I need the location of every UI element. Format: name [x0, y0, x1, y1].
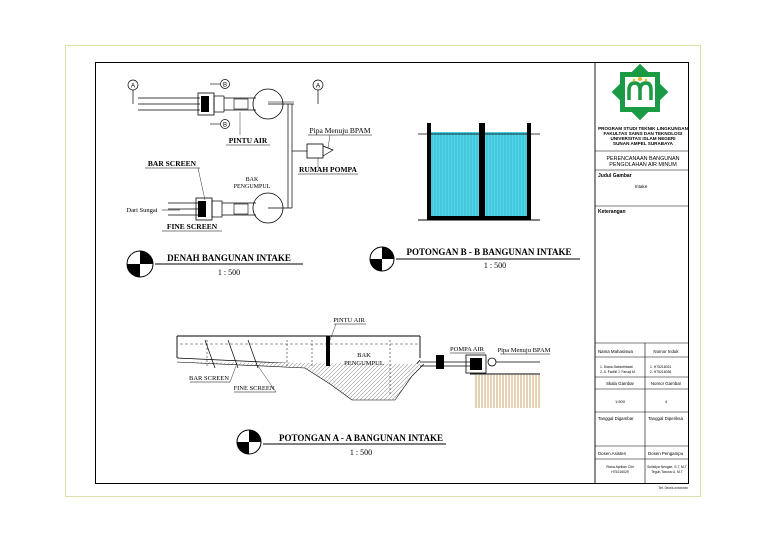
plan-label-rumah-pompa: RUMAH POMPA: [299, 165, 358, 174]
plan-label-dari-sungai: Dari Sungai: [126, 207, 157, 214]
tb-nama-mhs-label: Nama Mahasiswa: [598, 349, 633, 354]
plan-label-fine-screen: FINE SCREEN: [167, 222, 218, 231]
tb-pembimbing-value-2: Teguh Taruna U, M.T: [651, 470, 683, 474]
marker-b-bottom: [220, 119, 230, 129]
tb-institution-line-4: SUNAN AMPEL SURABAYA: [613, 141, 674, 146]
tb-project-line-2: PENGOLAHAN AIR MINUM: [609, 162, 677, 168]
tb-nim-1: 1. H75216031: [650, 365, 671, 369]
section-a-label-bak-1: BAK: [357, 352, 371, 359]
tb-skala-value: 1:500: [615, 399, 626, 404]
plan-label-pipa: Pipa Menuju BPAM: [310, 126, 371, 135]
tb-judul-label: Judul Gambar: [598, 173, 632, 179]
marker-b-top-label: B: [223, 83, 227, 89]
section-b-water-right: [484, 132, 528, 218]
section-a-label-pompa-air: POMPA AIR: [450, 346, 485, 353]
section-b-water-left: [430, 132, 480, 218]
section-b-title: POTONGAN B - B BANGUNAN INTAKE: [407, 247, 572, 257]
plan-label-bak-1: BAK: [246, 177, 259, 183]
section-a-label-bak-2: PENGUMPUL: [344, 360, 384, 367]
tb-nomor-gambar-value: 4: [665, 399, 668, 404]
plan-label-pintu-air: PINTU AIR: [229, 136, 268, 145]
tb-nim-2: 2. H75216036: [650, 370, 671, 374]
tb-nim-label: Nomor Induk: [653, 349, 679, 354]
tb-tgl-diperiksa-label: Tanggal Diperiksa: [648, 416, 683, 421]
tb-pembimbing-value-1: Sulistiya Nengse, S.T, M.T: [647, 465, 687, 469]
pump-house-rect: [306, 143, 324, 159]
marker-a-left-label: A: [131, 83, 136, 90]
tb-nomor-gambar-label: Nomor Gambar: [651, 381, 682, 386]
tb-skala-label: Skala Gambar: [606, 381, 635, 386]
section-b-view: POTONGAN B - B BANGUNAN INTAKE 1 : 500: [369, 123, 580, 272]
tb-keterangan-label: Keterangan: [598, 209, 626, 215]
section-a-label-pintu-air: PINTU AIR: [333, 317, 365, 324]
tb-pembimbing-label: Dosen Pengampu: [648, 451, 684, 456]
section-a-title: POTONGAN A - A BANGUNAN INTAKE: [279, 433, 443, 443]
tb-institution-line-2: FAKULTAS SAINS DAN TEKNOLOGI: [604, 131, 683, 136]
marker-b-top: [220, 79, 230, 89]
tb-footer: Tel. 0xxxx-xxxxxxxx: [658, 486, 688, 490]
plan-screen-lower-bar: [198, 201, 206, 217]
tb-judul-value: Intake: [635, 184, 648, 189]
plan-scale: 1 : 500: [218, 268, 240, 277]
drawing-frame: [95, 62, 689, 484]
section-a-label-pipa: Pipa Menuju BPAM: [498, 347, 551, 354]
section-b-scale: 1 : 500: [484, 261, 506, 270]
tb-project-line-1: PERENCANAAN BANGUNAN: [606, 156, 679, 162]
marker-b-bottom-label: B: [223, 123, 227, 129]
section-a-view: PINTU AIR POMPA AIR Pipa Menuju BPAM BAK…: [176, 317, 551, 457]
university-logo: [611, 63, 669, 121]
section-a-label-bar-screen: BAR SCREEN: [189, 375, 229, 382]
marker-a-right-label: A: [316, 83, 321, 90]
tb-dosen-value-2: H75216029: [611, 470, 629, 474]
section-a-gate: [326, 336, 330, 366]
tb-institution-line-1: PROGRAM STUDI TEKNIK LINGKUNGAN: [598, 126, 689, 131]
tb-dosen-label: Dosen Asisten: [598, 451, 627, 456]
tb-tgl-digambar-label: Tanggal Digambar: [598, 416, 634, 421]
tb-student-1: 1. Diana Dwianthiwati: [600, 365, 633, 369]
marker-a-right: [312, 79, 324, 91]
plan-view: A A B B PINTU AIR Pipa Menuju BPAM: [126, 79, 372, 278]
pump-body: [465, 354, 487, 374]
paper-sheet: [65, 45, 701, 497]
plan-label-bak-2: PENGUMPUL: [234, 184, 271, 190]
section-a-label-fine-screen: FINE SCREEN: [234, 385, 275, 392]
plan-screen-upper-bar: [201, 96, 209, 112]
title-block: PROGRAM STUDI TEKNIK LINGKUNGAN FAKULTAS…: [594, 62, 689, 490]
plan-label-bar-screen: BAR SCREEN: [148, 159, 197, 168]
tb-institution-line-3: UNIVERSITAS ISLAM NEGERI: [611, 136, 676, 141]
plan-title: DENAH BANGUNAN INTAKE: [167, 253, 291, 263]
tb-dosen-value-1: Rizka Aprilian Citri: [606, 465, 634, 469]
pump-motor: [436, 355, 444, 369]
tb-student-2: 2. A. Fadhli J. Faruqi M.: [600, 370, 636, 374]
marker-a-left: [127, 79, 139, 91]
section-a-scale: 1 : 500: [350, 448, 372, 457]
